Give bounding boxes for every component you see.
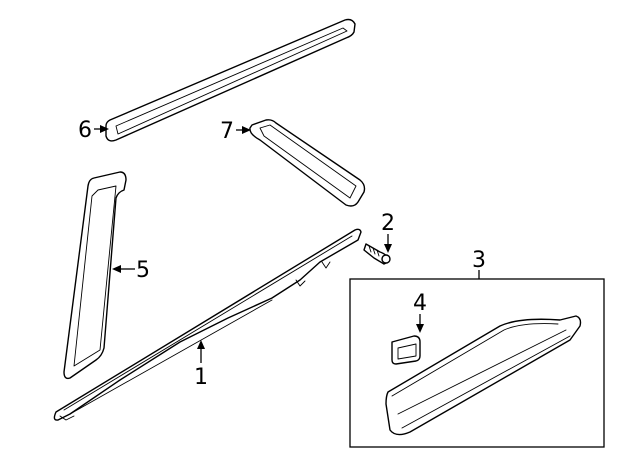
part-1-sill-molding[interactable] — [53, 228, 362, 421]
callout-3[interactable]: 3 — [472, 248, 486, 273]
callout-5[interactable]: 5 — [136, 258, 150, 283]
leader-2 — [384, 234, 392, 253]
callout-1[interactable]: 1 — [194, 365, 208, 390]
leader-5 — [112, 265, 135, 273]
leader-4 — [416, 314, 424, 333]
leader-1 — [197, 340, 205, 363]
callout-6[interactable]: 6 — [78, 118, 92, 143]
part-2-screw[interactable] — [363, 243, 391, 265]
part-6-upper-molding[interactable] — [105, 18, 356, 142]
callout-7[interactable]: 7 — [220, 119, 234, 144]
part-4-clip[interactable] — [391, 335, 421, 365]
part-3-kit-box — [349, 278, 605, 448]
part-5-vertical-molding[interactable] — [63, 171, 127, 380]
callout-2[interactable]: 2 — [381, 211, 395, 236]
callout-4[interactable]: 4 — [413, 291, 427, 316]
leader-6 — [94, 125, 109, 133]
part-7-pillar-applique[interactable] — [249, 119, 366, 207]
part-3-door-molding[interactable] — [385, 315, 582, 436]
leader-7 — [236, 126, 251, 134]
